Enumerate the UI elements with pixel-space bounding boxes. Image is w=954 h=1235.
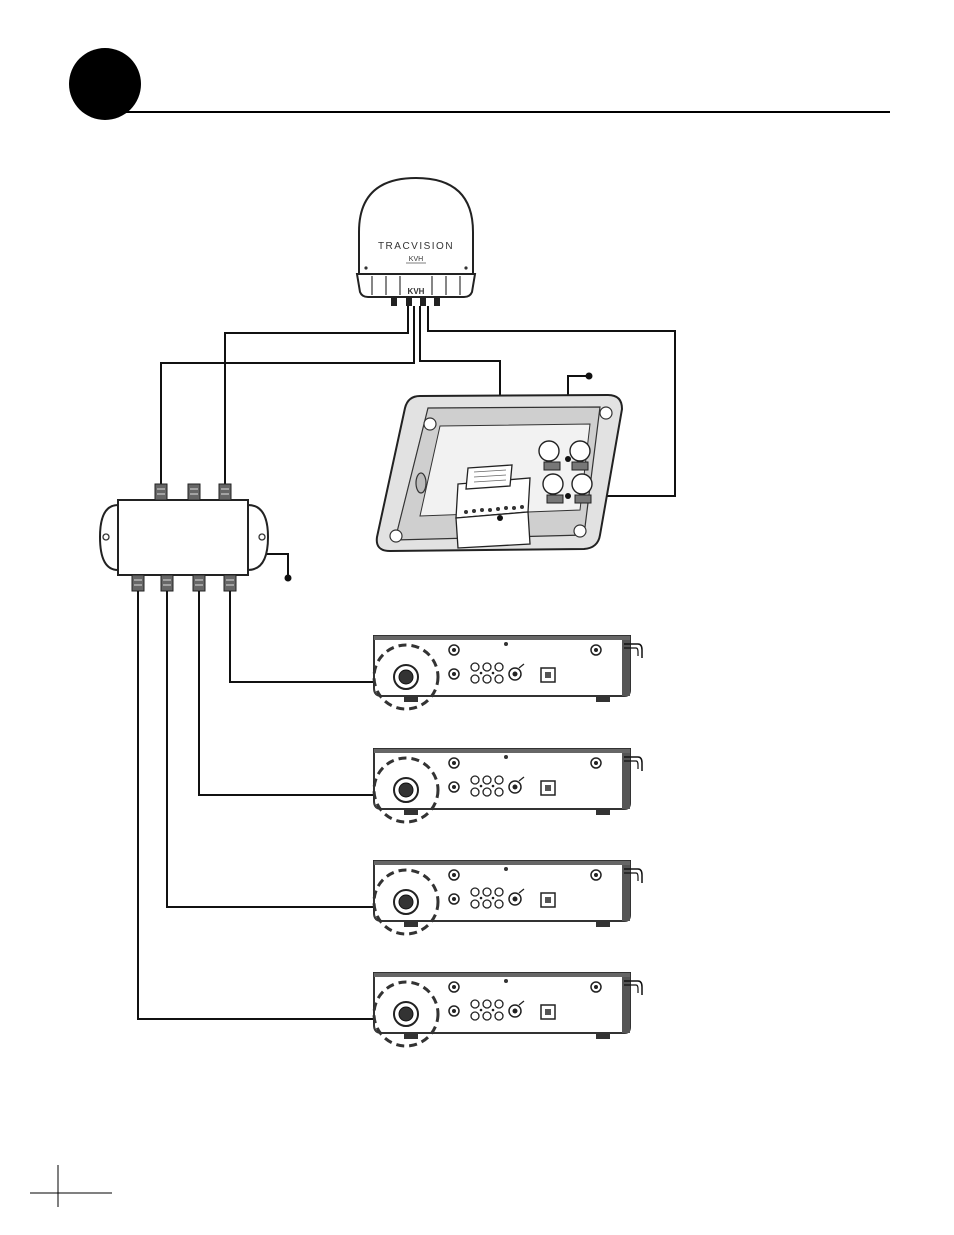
step-marker-circle <box>69 48 141 120</box>
receiver-icon <box>374 636 642 709</box>
antenna-brand-label: TRACVISION <box>378 241 454 252</box>
receiver-icon <box>374 973 642 1046</box>
page-crop-mark <box>30 1165 112 1207</box>
ground-terminal-icon <box>586 373 593 380</box>
page-header <box>69 48 890 120</box>
receiver-icon <box>374 749 642 822</box>
receiver-icon <box>374 861 642 934</box>
antenna-maker-label: KVH <box>409 256 423 263</box>
multiswitch-icon <box>100 484 268 598</box>
ground-lead-switch <box>265 554 288 576</box>
cable-antenna-to-switch-right <box>225 306 408 484</box>
cable-switch-to-receiver-2 <box>199 598 392 795</box>
satellite-dome-icon: TRACVISION KVH KVH <box>357 178 475 306</box>
antenna-base-label: KVH <box>408 287 425 296</box>
ground-terminal-icon <box>285 575 292 582</box>
interface-box-icon <box>377 395 622 551</box>
cable-switch-to-receiver-4 <box>138 598 392 1019</box>
cable-switch-to-receiver-3 <box>167 598 392 907</box>
cable-switch-to-receiver-1 <box>230 598 392 682</box>
